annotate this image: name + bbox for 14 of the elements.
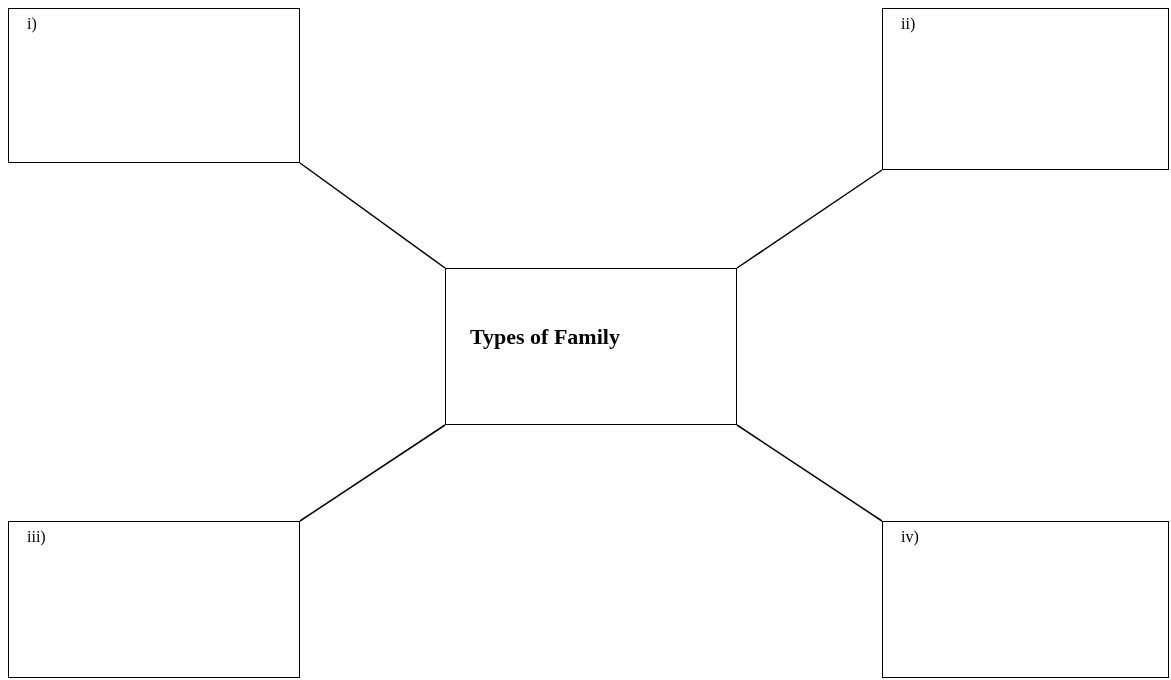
item-label: i) <box>27 15 37 33</box>
topic-label: Types of Family <box>470 323 620 350</box>
item-label: iv) <box>901 528 919 546</box>
item-label: iii) <box>27 528 46 546</box>
text-box <box>8 521 300 678</box>
text-box <box>882 8 1169 170</box>
text-box <box>882 521 1169 678</box>
item-label: ii) <box>901 15 916 33</box>
connector-line <box>299 424 446 522</box>
connector-line <box>736 169 883 269</box>
text-box <box>445 268 737 425</box>
connector-line <box>299 162 446 269</box>
connector-line <box>736 424 883 522</box>
text-box <box>8 8 300 163</box>
